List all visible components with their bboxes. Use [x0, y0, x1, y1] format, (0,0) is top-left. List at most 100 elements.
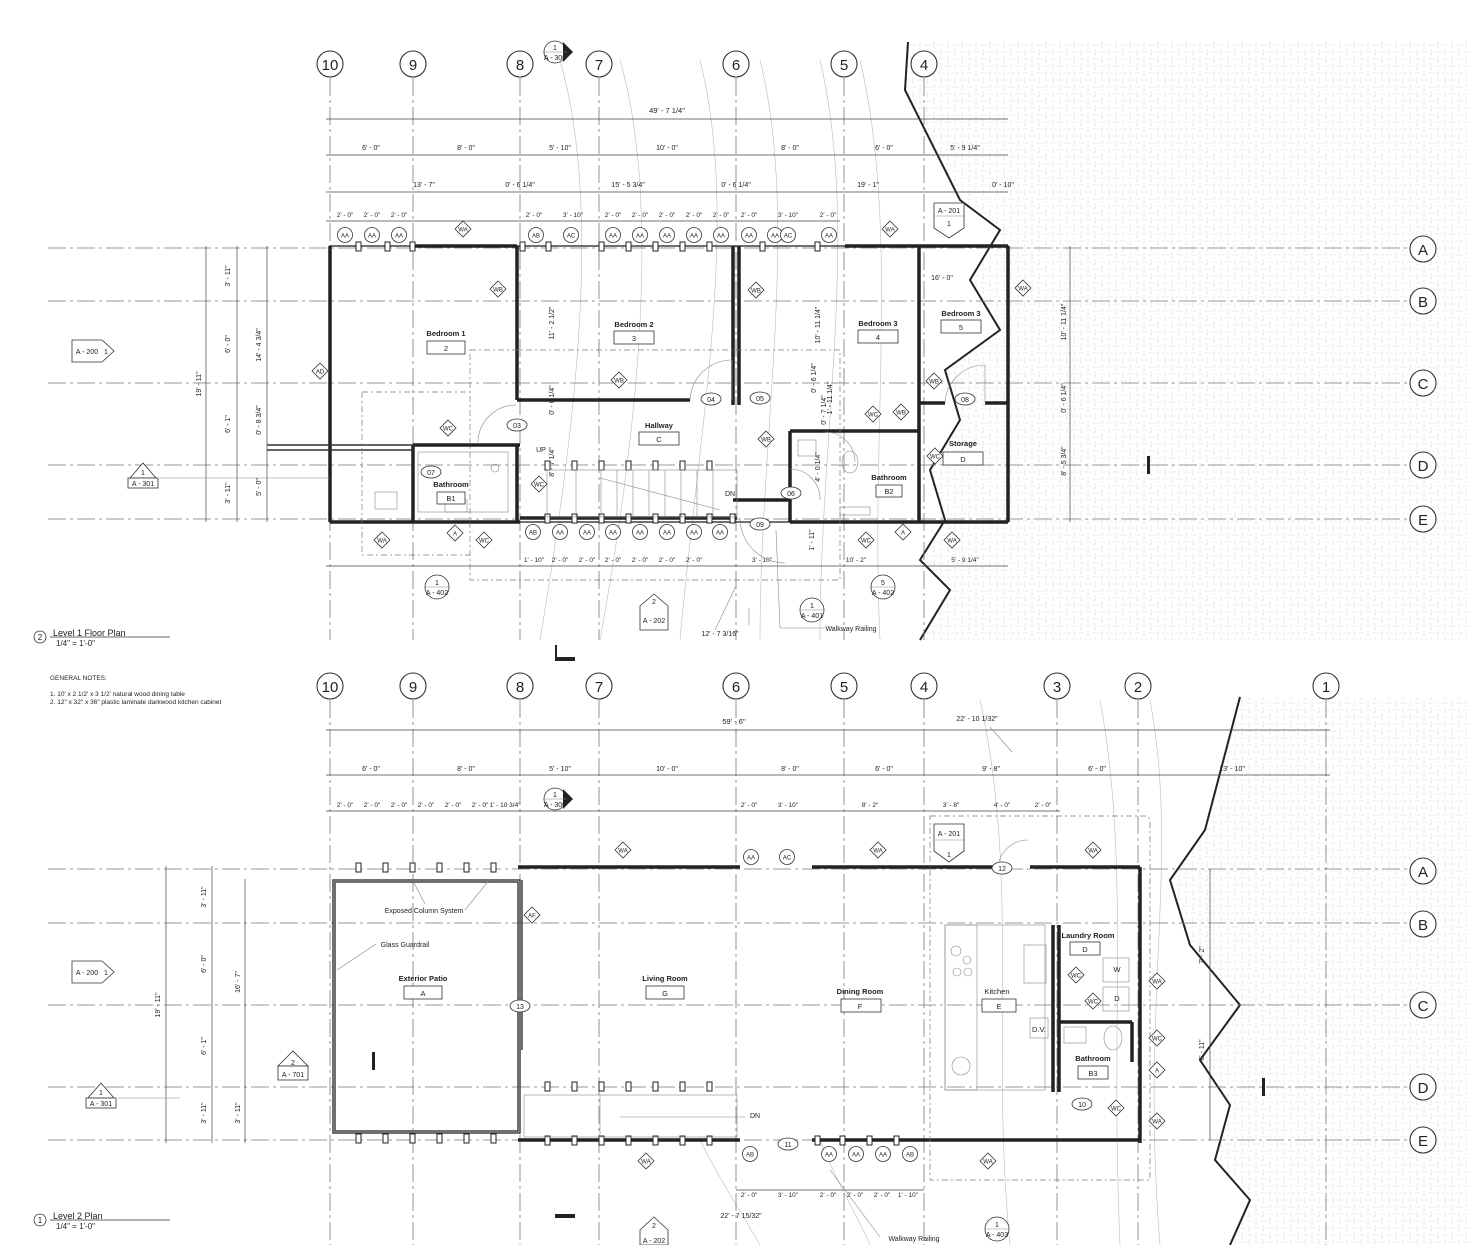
section-callout: 1A - 300 [543, 40, 573, 64]
svg-text:AA: AA [690, 234, 698, 240]
svg-text:10: 10 [322, 57, 339, 74]
svg-text:A - 402: A - 402 [872, 590, 894, 597]
section-callout: 2A - 202 [639, 593, 669, 631]
svg-text:2' - 0": 2' - 0" [364, 802, 381, 809]
level2-overhead-outline [929, 815, 1151, 1181]
svg-text:12' - 7 3/16": 12' - 7 3/16" [701, 631, 739, 638]
svg-text:0' - 6 1/4": 0' - 6 1/4" [811, 363, 818, 393]
svg-text:07: 07 [427, 470, 435, 477]
svg-text:WA: WA [873, 849, 882, 855]
level1-dims-row1: 6' - 0" 8' - 0" 5' - 10" 10' - 0" 8' - 0… [362, 145, 980, 152]
svg-text:C: C [1418, 376, 1429, 393]
svg-text:A - 701: A - 701 [282, 1072, 304, 1079]
svg-text:13: 13 [516, 1004, 524, 1011]
svg-text:5' - 10": 5' - 10" [549, 766, 571, 773]
svg-text:2' - 0": 2' - 0" [820, 212, 837, 219]
svg-text:WC: WC [1071, 974, 1082, 980]
svg-text:2' - 0": 2' - 0" [686, 557, 703, 564]
svg-text:15' - 5 3/4": 15' - 5 3/4" [611, 182, 645, 189]
svg-text:8' - 7 1/4": 8' - 7 1/4" [549, 447, 556, 477]
svg-text:4: 4 [920, 679, 928, 696]
level1-door-swings [477, 359, 986, 564]
svg-text:WB: WB [751, 289, 761, 295]
svg-text:2' - 0": 2' - 0" [713, 212, 730, 219]
svg-text:AA: AA [636, 234, 644, 240]
svg-text:1: 1 [1322, 679, 1330, 696]
terrain-hatch-bottom [1170, 697, 1469, 1245]
svg-text:WC: WC [861, 539, 872, 545]
svg-text:AB: AB [532, 234, 540, 240]
svg-text:19' - 11": 19' - 11" [155, 992, 162, 1018]
svg-text:3' - 11": 3' - 11" [225, 265, 232, 287]
room-name: Bedroom 1 [426, 329, 465, 338]
grid-bubble-B: B [1409, 910, 1437, 938]
level1-annotations: UP DN Walkway Railing [536, 447, 877, 633]
level1-room-labels: Bedroom 1 2 Bedroom 2 3 Bedroom 3 4 Bedr… [426, 309, 984, 505]
svg-text:0' - 8 3/4": 0' - 8 3/4" [256, 405, 263, 435]
svg-text:A - 300: A - 300 [544, 802, 566, 809]
svg-text:19' - 1": 19' - 1" [857, 182, 879, 189]
room-name: Living Room [642, 974, 688, 983]
svg-text:6: 6 [732, 57, 740, 74]
room-number: D [960, 455, 966, 464]
svg-text:5' - 9 1/4": 5' - 9 1/4" [951, 557, 979, 564]
svg-text:4' - 0": 4' - 0" [994, 802, 1011, 809]
svg-text:WA: WA [618, 849, 627, 855]
svg-text:1: 1 [104, 970, 108, 977]
room-name: Exterior Patio [399, 974, 448, 983]
room-name: Laundry Room [1062, 931, 1115, 940]
level1-grid-bubbles-rows: A B C D E [1409, 235, 1437, 533]
grid-bubble-C: C [1409, 369, 1437, 397]
svg-text:WB: WB [896, 411, 906, 417]
section-callout: 1A - 300 [543, 787, 573, 811]
svg-text:3' - 11": 3' - 11" [201, 1102, 208, 1124]
svg-text:WB: WB [929, 380, 939, 386]
svg-text:2' - 0": 2' - 0" [659, 212, 676, 219]
svg-text:AA: AA [609, 234, 617, 240]
level1-dims-row2: 13' - 7" 0' - 6 1/4" 15' - 5 3/4" 0' - 6… [413, 182, 1014, 189]
svg-text:5' - 10": 5' - 10" [549, 145, 571, 152]
grid-bubble-8: 8 [506, 50, 534, 78]
svg-text:AC: AC [567, 234, 576, 240]
svg-text:4' - 0 1/4": 4' - 0 1/4" [815, 452, 822, 482]
svg-text:2: 2 [291, 1060, 295, 1067]
svg-text:8' - 0": 8' - 0" [781, 766, 799, 773]
room-number: F [858, 1002, 863, 1011]
svg-text:6' - 0": 6' - 0" [201, 955, 208, 973]
room-number: G [662, 989, 668, 998]
svg-text:2: 2 [652, 599, 656, 606]
grid-bubble-C: C [1409, 991, 1437, 1019]
level2-overall-dimension: 59' - 6" [722, 717, 746, 726]
svg-text:1: 1 [810, 603, 814, 610]
svg-text:2. 12" x 32" x 36" plastic lam: 2. 12" x 32" x 36" plastic laminate dark… [50, 699, 222, 706]
svg-text:11' - 2 1/2": 11' - 2 1/2" [549, 306, 556, 339]
level1-wall-tags: AA AA AA WA AB AC AA AA AA AA AA AA AA A… [311, 220, 1032, 549]
svg-text:0' - 6 1/4": 0' - 6 1/4" [721, 182, 751, 189]
svg-text:12: 12 [998, 866, 1006, 873]
grid-bubble-6: 6 [722, 672, 750, 700]
svg-text:1: 1 [99, 1090, 103, 1097]
svg-text:AB: AB [746, 1153, 754, 1159]
level2-kitchen-fixtures [944, 839, 1130, 1091]
svg-text:Walkway Railing: Walkway Railing [825, 626, 876, 633]
level1-overhead-outline [361, 349, 841, 581]
svg-text:AA: AA [395, 234, 403, 240]
svg-text:7' - 2": 7' - 2" [1199, 946, 1206, 964]
svg-text:AA: AA [745, 234, 753, 240]
svg-text:2' - 0": 2' - 0" [391, 212, 408, 219]
svg-text:8' - 0": 8' - 0" [457, 766, 475, 773]
room-number: B3 [1088, 1069, 1097, 1078]
svg-text:2' - 0": 2' - 0" [445, 802, 462, 809]
grid-bubble-E: E [1409, 505, 1437, 533]
section-callout: 1A - 301 [127, 462, 330, 489]
svg-text:10' - 0": 10' - 0" [656, 145, 678, 152]
svg-text:08: 08 [961, 397, 969, 404]
room-number: 5 [959, 323, 963, 332]
svg-text:1' - 10": 1' - 10" [524, 557, 545, 564]
level1-dimension-lines [205, 118, 1071, 567]
grid-bubble-D: D [1409, 1073, 1437, 1101]
level2-dimension-lines [165, 729, 1330, 1191]
svg-text:03: 03 [513, 423, 521, 430]
